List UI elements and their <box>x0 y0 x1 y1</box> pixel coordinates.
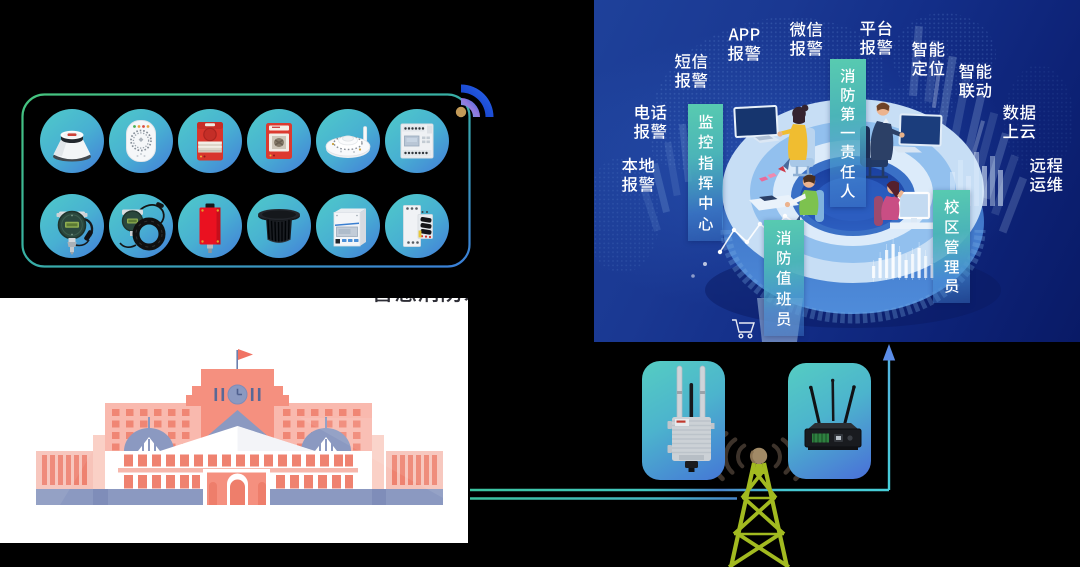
dome-right <box>301 417 351 451</box>
alarm-type-label <box>859 19 893 57</box>
screen-wall-left <box>640 123 693 232</box>
wifi-signal-icon <box>455 84 494 118</box>
cable-gauge <box>109 193 173 258</box>
outdoor-ap-icon <box>642 361 725 480</box>
alarm-type-label <box>959 62 992 100</box>
bar-chart-decor <box>872 238 934 282</box>
school-building-card <box>0 298 468 543</box>
ground-sensor <box>247 193 311 258</box>
pressure-sensor <box>40 193 104 258</box>
alarm-type-label <box>912 40 945 78</box>
energy-meter <box>316 193 380 258</box>
wireless-router-icon <box>788 363 871 479</box>
alarm-type-label <box>1030 156 1063 194</box>
wing-left <box>36 451 93 505</box>
role-banner <box>933 190 970 303</box>
operator-suit <box>860 102 943 179</box>
alarm-type-label <box>727 25 761 63</box>
outdoor-ap-box <box>642 361 725 480</box>
role-banner <box>830 59 866 207</box>
role-banner <box>764 220 804 336</box>
smoke-detector <box>40 109 104 173</box>
up-arrow-icon <box>882 344 896 361</box>
front-windows-row1 <box>124 454 353 467</box>
wireless-detector <box>316 109 380 173</box>
din-rail-module <box>385 109 449 173</box>
red-terminal-box <box>178 193 242 258</box>
cart-icon <box>732 319 755 339</box>
wireless-router-box <box>788 363 871 479</box>
role-banner <box>688 104 723 241</box>
alarm-type-label <box>1003 103 1036 141</box>
alarm-type-label <box>621 156 655 194</box>
circuit-breaker <box>385 193 449 258</box>
gas-detector <box>109 109 173 173</box>
school-building-icon <box>36 349 443 505</box>
strobe-alarm <box>178 109 242 173</box>
operator-green <box>749 173 824 229</box>
alarm-type-label <box>674 52 708 90</box>
operator-yellow <box>733 104 815 177</box>
operator-pink <box>874 180 936 229</box>
radio-tower-icon <box>727 447 791 567</box>
front-windows-row2 <box>124 475 353 489</box>
wing-right <box>386 451 443 505</box>
dome-left <box>124 417 174 451</box>
manual-call-point <box>247 109 311 173</box>
clipped-title <box>371 298 468 303</box>
alarm-type-label <box>789 20 823 58</box>
alarm-type-label <box>633 103 667 141</box>
back-windows <box>112 409 361 451</box>
